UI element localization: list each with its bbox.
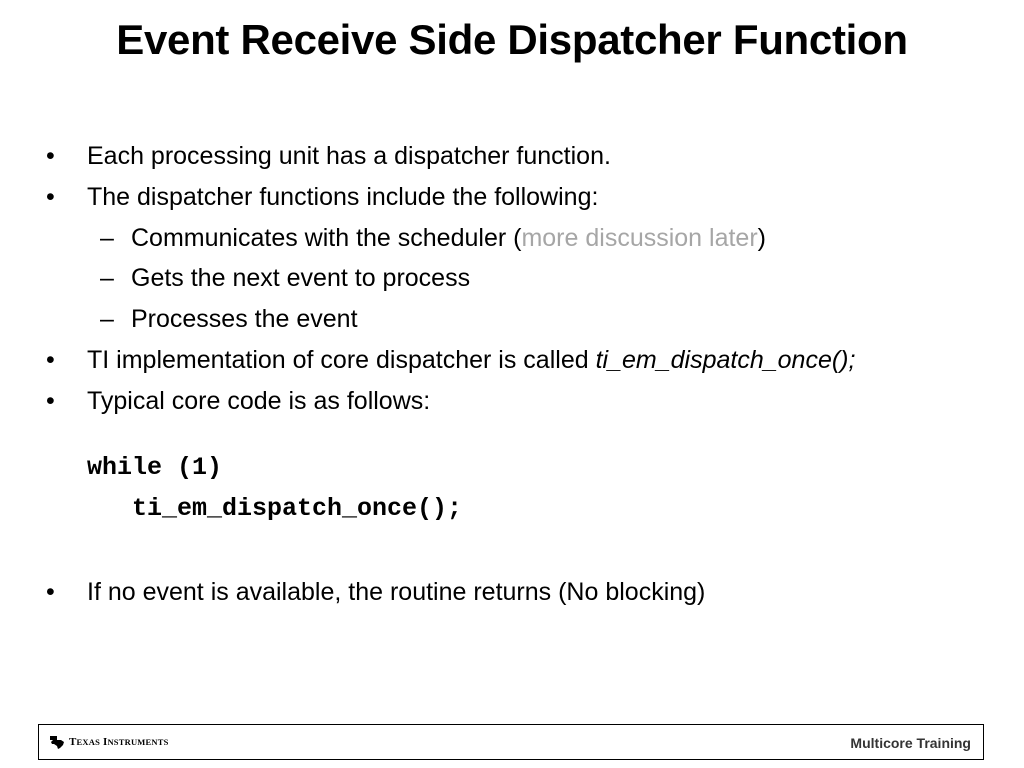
sub-item: Processes the event [131, 305, 358, 333]
bullet-item: The dispatcher functions include the fol… [87, 183, 599, 211]
bullet-glyph: • [46, 387, 55, 415]
course-label: Multicore Training [850, 735, 971, 751]
sub-item: Gets the next event to process [131, 264, 471, 292]
bullet-item: Each processing unit has a dispatcher fu… [87, 142, 611, 170]
bullet-glyph: • [46, 142, 55, 170]
code-line: while (1) [87, 453, 223, 482]
bullet-item: Typical core code is as follows: [87, 387, 431, 415]
sub-item: Communicates with the scheduler (more di… [131, 222, 766, 254]
code-line: ti_em_dispatch_once(); [132, 494, 463, 523]
sub-item-text: Communicates with the scheduler ( [131, 224, 522, 252]
texas-state-icon [50, 736, 64, 749]
muted-note: more discussion later [521, 224, 758, 252]
company-logo-text: TEXAS INSTRUMENTS [69, 736, 169, 748]
bullet-item: If no event is available, the routine re… [87, 578, 706, 606]
dash-glyph: – [100, 224, 114, 252]
bullet-item: TI implementation of core dispatcher is … [87, 344, 855, 376]
bullet-glyph: • [46, 578, 55, 606]
dash-glyph: – [100, 264, 114, 292]
sub-item-text-end: ) [757, 224, 766, 252]
bullet-glyph: • [46, 183, 55, 211]
bullet-item-text: TI implementation of core dispatcher is … [87, 346, 596, 374]
footer-bar: TEXAS INSTRUMENTS Multicore Training [38, 724, 984, 760]
function-name: ti_em_dispatch_once(); [595, 346, 856, 374]
slide-title: Event Receive Side Dispatcher Function [116, 16, 908, 63]
bullet-glyph: • [46, 346, 55, 374]
dash-glyph: – [100, 305, 114, 333]
